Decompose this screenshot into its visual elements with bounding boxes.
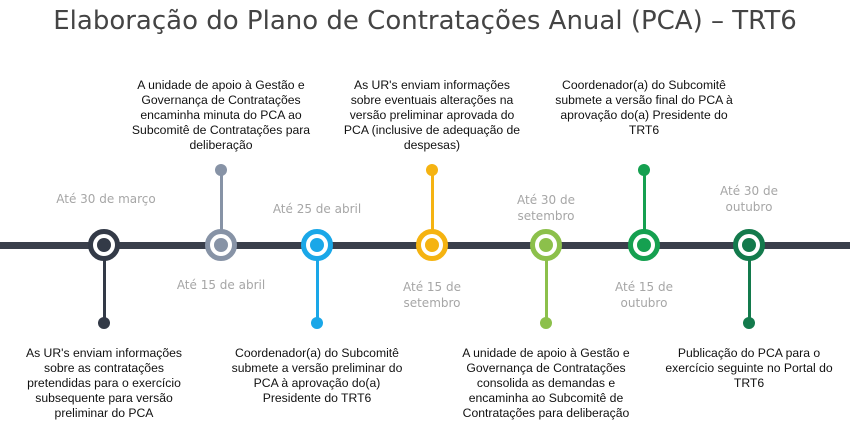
milestone-node [205, 229, 237, 261]
milestone-endpoint-dot [743, 317, 755, 329]
milestone-node-dot [97, 238, 111, 252]
milestone-node [301, 229, 333, 261]
milestone-node-dot [214, 238, 228, 252]
milestone-endpoint-dot [311, 317, 323, 329]
milestone-node-dot [742, 238, 756, 252]
milestone-date: Até 25 de abril [272, 202, 362, 216]
milestone-description: As UR's enviam informações sobre eventua… [343, 78, 521, 152]
milestone-node [88, 229, 120, 261]
milestone-description: Publicação do PCA para o exercício segui… [665, 346, 833, 390]
milestone-node [416, 229, 448, 261]
page-title: Elaboração do Plano de Contratações Anua… [53, 6, 797, 36]
milestone-description: A unidade de apoio à Gestão e Governança… [462, 346, 630, 420]
milestone-connector [102, 245, 106, 322]
milestone-node-dot [539, 238, 553, 252]
milestone-node-dot [637, 238, 651, 252]
milestone-date: Até 30 de setembro [517, 193, 575, 223]
milestone-endpoint-dot [98, 317, 110, 329]
milestone-date: Até 15 de setembro [403, 280, 461, 310]
milestone-description: Coordenador(a) do Subcomitê submete a ve… [231, 346, 403, 405]
milestone-endpoint-dot [426, 164, 438, 176]
milestone-connector [642, 170, 646, 245]
milestone-date: Até 30 de outubro [720, 184, 778, 214]
milestone-endpoint-dot [638, 164, 650, 176]
milestone-connector [315, 245, 319, 322]
milestone-description: Coordenador(a) do Subcomitê submete a ve… [555, 78, 733, 137]
milestone-node-dot [310, 238, 324, 252]
milestone-description: A unidade de apoio à Gestão e Governança… [131, 78, 311, 152]
milestone-node-dot [425, 238, 439, 252]
milestone-connector [430, 170, 434, 245]
milestone-description: As UR's enviam informações sobre as cont… [25, 346, 183, 420]
milestone-endpoint-dot [540, 317, 552, 329]
milestone-node [628, 229, 660, 261]
milestone-connector [219, 170, 223, 245]
milestone-node [733, 229, 765, 261]
milestone-date: Até 15 de abril [176, 278, 266, 292]
milestone-date: Até 30 de março [56, 192, 156, 206]
milestone-date: Até 15 de outubro [615, 280, 673, 310]
milestone-connector [544, 245, 548, 322]
milestone-connector [747, 245, 751, 322]
milestone-node [530, 229, 562, 261]
milestone-endpoint-dot [215, 164, 227, 176]
